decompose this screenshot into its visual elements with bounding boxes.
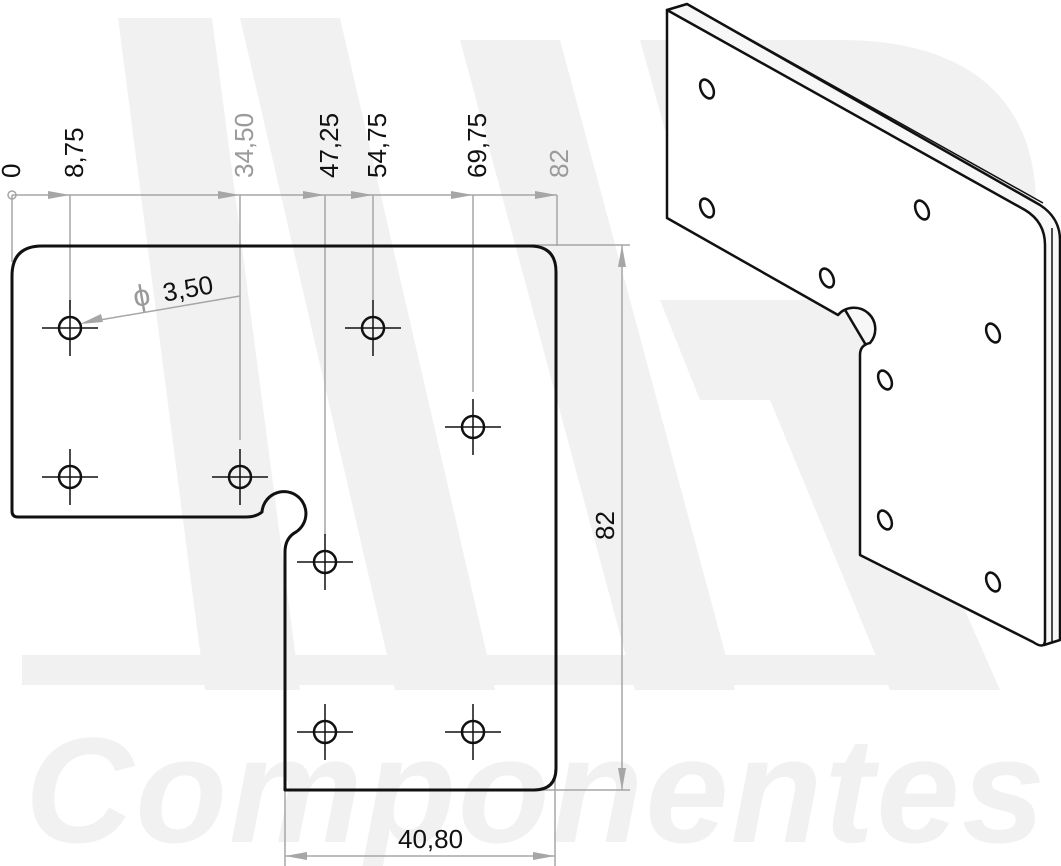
dim-label-54-75: 54,75 <box>362 113 392 178</box>
arrow-34-50 <box>218 191 240 199</box>
iso-hole-5 <box>984 322 1002 344</box>
diameter-leader-line <box>87 295 241 323</box>
dim-label-82: 82 <box>544 149 574 178</box>
dim-label-0: 0 <box>0 164 26 178</box>
hole-3 <box>445 399 501 455</box>
arrow-82 <box>535 191 557 199</box>
iso-hole-4 <box>818 267 836 289</box>
hole-1 <box>42 300 98 356</box>
hole-8 <box>445 704 501 760</box>
dim-label-69-75: 69,75 <box>462 113 492 178</box>
holes <box>42 300 501 760</box>
hole-2 <box>345 300 401 356</box>
dim-label-34-50: 34,50 <box>229 113 259 178</box>
watermark-logo <box>22 18 1037 690</box>
dim-label-8-75: 8,75 <box>59 127 89 178</box>
arrow-height-top <box>618 245 626 267</box>
iso-hole-8 <box>984 571 1002 593</box>
hole-4 <box>42 449 98 505</box>
arrow-54-75 <box>351 191 373 199</box>
dim-label-47-25: 47,25 <box>314 113 344 178</box>
arrow-8-75 <box>48 191 70 199</box>
iso-hole-2 <box>698 197 716 219</box>
arrow-width-left <box>285 852 307 860</box>
isometric-plate-face <box>665 8 1047 647</box>
dimension-labels: 0 8,75 34,50 47,25 54,75 69,75 82 ϕ 3,50… <box>0 113 620 854</box>
watermark-text: Componentes <box>25 706 1047 866</box>
hole-6 <box>297 534 353 590</box>
arrow-69-75 <box>451 191 473 199</box>
iso-hole-1 <box>698 78 716 100</box>
arrow-width-right <box>533 852 555 860</box>
width-label: 40,80 <box>398 824 463 854</box>
hole-5 <box>212 449 268 505</box>
diameter-symbol: ϕ <box>130 278 152 313</box>
arrow-height-bottom <box>618 768 626 790</box>
arrow-diameter <box>80 314 103 324</box>
iso-hole-6 <box>876 369 894 391</box>
plate-outline <box>10 244 558 792</box>
iso-hole-7 <box>876 509 894 531</box>
hole-7 <box>297 704 353 760</box>
iso-hole-3 <box>913 199 931 221</box>
isometric-top-edge <box>686 3 1044 204</box>
dimension-arrows <box>7 190 626 860</box>
arrow-47-25 <box>303 191 325 199</box>
isometric-plate <box>665 2 1061 647</box>
isometric-holes <box>698 78 1002 593</box>
origin-marker <box>7 190 17 200</box>
height-label: 82 <box>590 511 620 540</box>
